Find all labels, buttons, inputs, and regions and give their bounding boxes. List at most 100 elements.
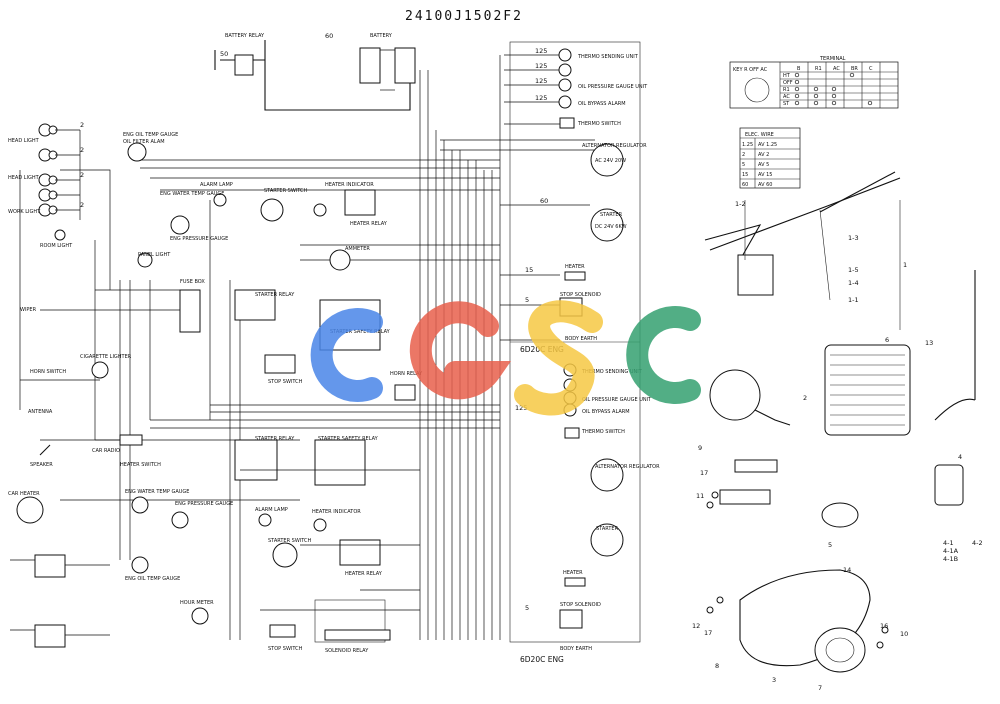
diagram-title: 24100J1502F2 xyxy=(405,9,523,24)
part-numbers: 1 1-2 1-3 1-5 1-4 1-1 2 3 4 4-1 4-1A 4-1… xyxy=(692,200,983,692)
svg-text:8: 8 xyxy=(715,662,719,670)
wire-table-type: AV 15 xyxy=(758,172,772,178)
key-table-corner: KEY R OFF AC xyxy=(733,67,768,73)
lower-starter-switch-label: STARTER SWITCH xyxy=(268,538,311,544)
oil-bypass-alarm-label: OIL BYPASS ALARM xyxy=(578,101,626,107)
battery-relay-label: BATTERY RELAY xyxy=(225,33,265,39)
stop-switch-label: STOP SWITCH xyxy=(268,379,303,385)
key-table-row-label: HT xyxy=(783,73,791,79)
left-devices xyxy=(10,289,386,648)
cigarette-lighter-label: CIGARETTE LIGHTER xyxy=(80,354,132,360)
stop-solenoid-label: STOP SOLENOID xyxy=(560,292,601,298)
upper-gauges xyxy=(127,142,416,401)
svg-text:9: 9 xyxy=(698,444,702,452)
starter-label-2: STARTER xyxy=(596,526,619,532)
svg-text:5: 5 xyxy=(525,296,529,304)
starter-relay-label: STARTER RELAY xyxy=(255,292,295,298)
svg-text:125: 125 xyxy=(515,404,527,412)
car-heater-label: CAR HEATER xyxy=(8,491,40,497)
svg-text:60: 60 xyxy=(540,197,548,205)
svg-text:13: 13 xyxy=(925,339,933,347)
svg-text:125: 125 xyxy=(535,62,547,70)
svg-text:3: 3 xyxy=(772,676,776,684)
lower-heater-indicator-label: HEATER INDICATOR xyxy=(312,509,361,515)
stop-solenoid-label-2: STOP SOLENOID xyxy=(560,602,601,608)
lower-alarm-lamp-label: ALARM LAMP xyxy=(255,507,288,513)
thermo-sending-unit-label-2: THERMO SENDING UNIT xyxy=(581,369,643,375)
svg-text:15: 15 xyxy=(525,266,533,274)
wire-table-type: AV 2 xyxy=(758,152,769,158)
ammeter-label: AMMETER xyxy=(345,246,370,252)
svg-text:5: 5 xyxy=(525,604,529,612)
svg-text:17: 17 xyxy=(704,629,712,637)
svg-text:2: 2 xyxy=(80,201,84,209)
svg-text:2: 2 xyxy=(803,394,807,402)
wire-table-size: 1.25 xyxy=(742,142,753,148)
key-table-row-label: ST xyxy=(783,101,790,107)
starter-rating: DC 24V 6KW xyxy=(595,224,627,230)
alternator-label: ALTERNATOR REGULATOR xyxy=(582,143,647,149)
key-table-connection-mark xyxy=(794,93,800,99)
svg-text:1-1: 1-1 xyxy=(848,296,859,304)
svg-text:5: 5 xyxy=(828,541,832,549)
room-light-label: ROOM LIGHT xyxy=(40,243,73,249)
key-table-col-header: BR xyxy=(851,66,858,72)
svg-text:125: 125 xyxy=(535,47,547,55)
svg-text:17: 17 xyxy=(700,469,708,477)
wiper-label: WIPER xyxy=(20,307,37,313)
fuse-box-label: FUSE BOX xyxy=(180,279,205,285)
key-table-col-header: R1 xyxy=(815,66,822,72)
wire-table xyxy=(739,127,801,189)
key-table-connection-mark xyxy=(794,72,800,78)
key-table-connection-mark xyxy=(794,100,800,106)
wire-table-size: 2 xyxy=(742,152,745,158)
starter-safety-relay-label: STARTER SAFETY RELAY xyxy=(330,329,391,335)
lower-eng-pressure-label: ENG PRESSURE GAUGE xyxy=(175,501,233,507)
battery-group xyxy=(234,47,416,84)
svg-text:2: 2 xyxy=(80,121,84,129)
svg-text:1: 1 xyxy=(903,261,907,269)
thermo-switch-label-2: THERMO SWITCH xyxy=(581,429,625,435)
panel-light-label: PANEL LIGHT xyxy=(138,252,171,258)
oil-pressure-unit-label: OIL PRESSURE GAUGE UNIT xyxy=(578,84,648,90)
svg-text:4-1: 4-1 xyxy=(943,539,954,547)
head-light-label-1: HEAD LIGHT xyxy=(8,138,40,144)
heater-indicator-label: HEATER INDICATOR xyxy=(325,182,374,188)
heater-label-2: HEATER xyxy=(563,570,583,576)
heater-switch-label: HEATER SWITCH xyxy=(120,462,161,468)
svg-text:2: 2 xyxy=(80,171,84,179)
key-table-row-label: OFF xyxy=(783,80,793,86)
svg-text:6: 6 xyxy=(885,336,889,344)
starter-switch-label: STARTER SWITCH xyxy=(264,188,307,194)
wire-table-type: AV 1.25 xyxy=(758,142,777,148)
parts-illustration xyxy=(704,171,976,673)
key-terminal-table xyxy=(729,61,899,109)
horn-switch-label: HORN SWITCH xyxy=(30,369,66,375)
body-earth-label-2: BODY EARTH xyxy=(560,646,592,652)
svg-text:125: 125 xyxy=(535,77,547,85)
key-table-col-header: C xyxy=(869,66,873,72)
eng-pressure-gauge-label: ENG PRESSURE GAUGE xyxy=(170,236,228,242)
head-light-label-2: HEAD LIGHT xyxy=(8,175,40,181)
svg-text:14: 14 xyxy=(843,566,851,574)
cgsc-watermark xyxy=(310,300,701,416)
svg-text:4-1A: 4-1A xyxy=(943,547,959,555)
wire-table-size: 5 xyxy=(742,162,745,168)
thermo-switch-label: THERMO SWITCH xyxy=(577,121,621,127)
key-table-connection-mark xyxy=(813,100,819,106)
heater-label: HEATER xyxy=(565,264,585,270)
key-table-connection-mark xyxy=(867,100,873,106)
antenna-label: ANTENNA xyxy=(28,409,53,415)
car-radio-label: CAR RADIO xyxy=(92,448,120,454)
eng-oil-temp-gauge-label: ENG OIL TEMP GAUGE xyxy=(123,132,178,138)
wire-table-size: 60 xyxy=(742,182,748,188)
alternator-rating: AC 24V 20W xyxy=(595,158,626,164)
key-table-col-header: B xyxy=(797,66,801,72)
lower-eng-oil-temp-label: ENG OIL TEMP GAUGE xyxy=(125,576,180,582)
svg-text:50: 50 xyxy=(220,50,228,58)
upper-harness xyxy=(19,40,600,640)
